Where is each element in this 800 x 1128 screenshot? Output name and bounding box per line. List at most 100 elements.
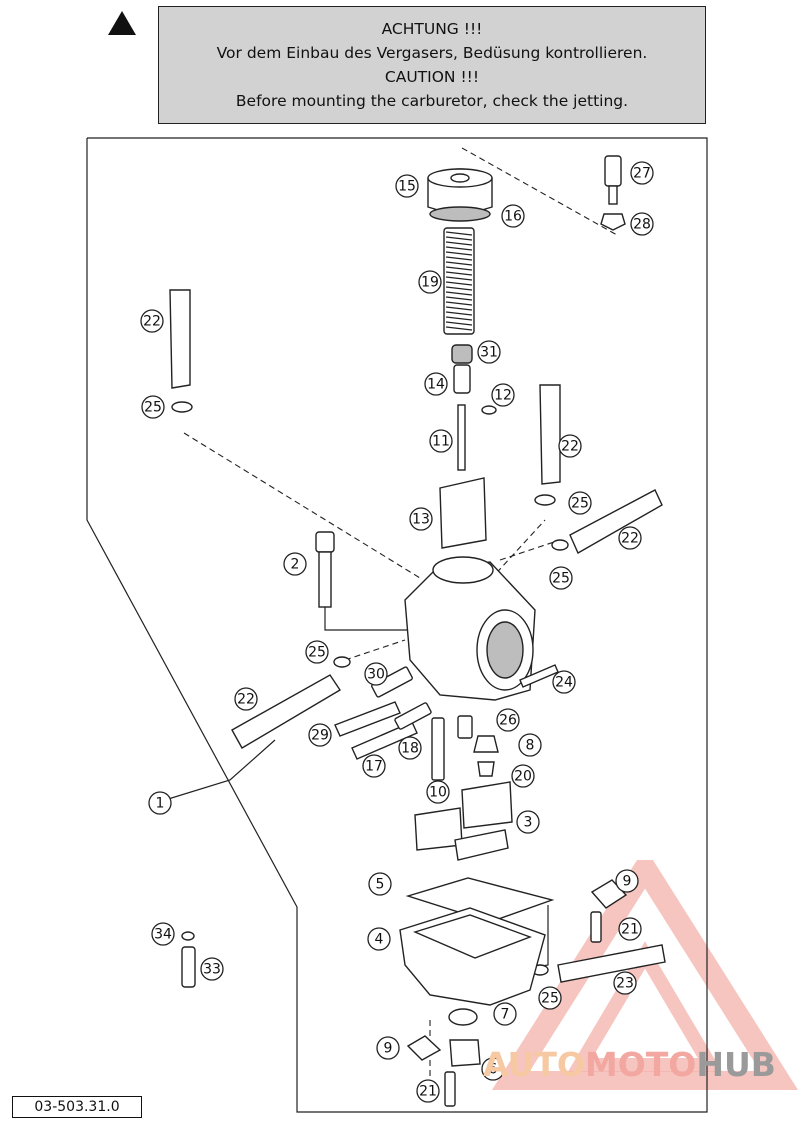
callout-circle [493,1002,517,1026]
callout-c9a: 9 [615,869,639,893]
hose-clip [534,494,556,506]
needle-clip-holder [451,344,473,364]
callout-c22d: 22 [234,687,258,711]
needle-clip [481,405,497,415]
bowl-screw [444,1071,456,1107]
callout-label: 18 [401,741,419,757]
jet-holder [477,761,495,777]
callout-c33: 33 [200,957,224,981]
carburetor-body [404,556,536,701]
callout-c34: 34 [151,922,175,946]
adjusting-screw [351,721,418,760]
callout-label: 22 [621,531,639,547]
callout-c21a: 21 [618,917,642,941]
callout-c22a: 22 [140,309,164,333]
callout-c27: 27 [630,161,654,185]
callout-c13: 13 [409,507,433,531]
callout-label: 25 [571,496,589,512]
callout-circle [618,917,642,941]
callout-label: 27 [633,166,651,182]
spring-coil [445,266,473,271]
callout-c9b: 9 [376,1036,400,1060]
callout-circle [151,922,175,946]
hose-clip [171,401,193,413]
callout-label: 19 [421,275,439,291]
callout-label: 23 [616,976,634,992]
callout-circle [308,723,332,747]
warning-triangle-icon [108,11,136,35]
callout-c11: 11 [429,429,453,453]
guide-line [183,432,421,579]
callout-label: 9 [623,874,632,890]
spring-coil [445,316,473,321]
spring-coil [445,321,473,326]
caution-line-german-title: ACHTUNG !!! [381,20,483,38]
spring-coil [445,306,473,311]
callout-circle [148,791,172,815]
main-jet [473,735,499,753]
spring-coil [445,311,473,316]
throttle-spring [443,227,475,335]
float-assembly [414,781,513,861]
callout-circle [568,491,592,515]
callout-label: 29 [311,728,329,744]
callout-c3: 3 [516,810,540,834]
callout-label: 22 [237,692,255,708]
callout-label: 11 [432,434,450,450]
idle-screw [315,531,335,553]
callout-circle [140,309,164,333]
callout-circle [426,780,450,804]
callout-label: 5 [376,877,385,893]
callout-label: 28 [633,217,651,233]
spring-coil [445,281,473,286]
guide-line [344,639,406,661]
callout-circle [368,872,392,896]
adjust-nut [600,213,626,231]
callout-c1: 1 [148,791,172,815]
callout-c23: 23 [613,971,637,995]
drain-plug [449,1039,481,1067]
callout-circle [558,434,582,458]
vent-hose-left [169,289,191,389]
vent-hose-lower [231,674,341,749]
callout-c20: 20 [511,764,535,788]
callout-c7: 7 [493,1002,517,1026]
callout-label: 30 [367,667,385,683]
vent-hose-diagonal [569,489,663,554]
callout-c25e: 25 [538,986,562,1010]
spring-coil [445,326,473,331]
throttle-slide [439,477,487,549]
callout-circle [477,340,501,364]
carburetor-top-cap [427,168,493,222]
callout-circle [630,212,654,236]
callout-label: 26 [499,713,517,729]
callout-circle [234,687,258,711]
o-ring [448,1008,478,1026]
leader-line [164,739,276,801]
callout-circle [630,161,654,185]
pilot-spring [394,702,432,730]
callout-c31: 31 [477,340,501,364]
callout-label: 1 [156,796,165,812]
diagram-frame [86,137,708,1113]
callout-c5: 5 [368,872,392,896]
callout-label: 24 [555,675,573,691]
callout-circle [141,395,165,419]
callout-label: 16 [504,209,522,225]
float-bowl [399,907,546,1006]
guide-pin [181,946,196,988]
callout-c6: 6 [481,1057,505,1081]
callout-circle [424,372,448,396]
callout-label: 3 [524,815,533,831]
callout-circle [496,708,520,732]
callout-c22c: 22 [618,526,642,550]
callout-c8: 8 [518,733,542,757]
needle-holder [453,364,471,394]
vent-hose-right [539,384,561,485]
callout-circle [305,640,329,664]
callout-circle [395,174,419,198]
callout-label: 2 [291,557,300,573]
hose-clip [333,656,351,668]
callout-c18: 18 [398,736,422,760]
